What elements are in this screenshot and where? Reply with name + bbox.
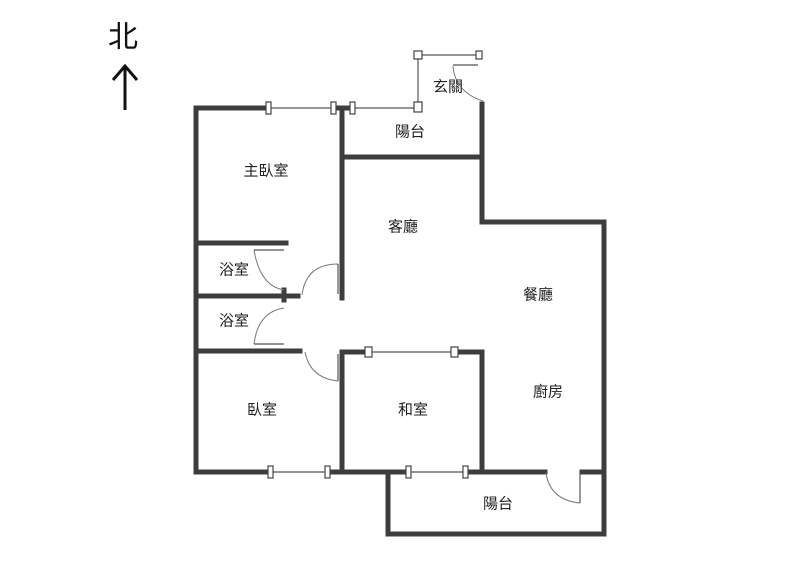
room-label-kitchen: 廚房 — [532, 382, 564, 401]
room-label-entrance: 玄關 — [432, 77, 464, 96]
room-label-bathroom-1: 浴室 — [218, 260, 250, 279]
room-label-balcony-north: 陽台 — [394, 122, 426, 141]
room-label-bedroom: 臥室 — [246, 400, 278, 419]
room-label-japanese-room: 和室 — [397, 400, 429, 419]
north-label: 北 — [108, 20, 138, 55]
room-label-dining-room: 餐廳 — [522, 285, 554, 304]
doors — [253, 64, 581, 504]
room-label-living-room: 客廳 — [387, 217, 419, 236]
room-label-master-bedroom: 主臥室 — [243, 161, 289, 180]
room-label-balcony-south: 陽台 — [482, 494, 514, 513]
walls — [193, 101, 607, 537]
north-arrow-icon — [111, 63, 139, 110]
room-label-bathroom-2: 浴室 — [218, 311, 250, 330]
windows — [265, 50, 483, 479]
